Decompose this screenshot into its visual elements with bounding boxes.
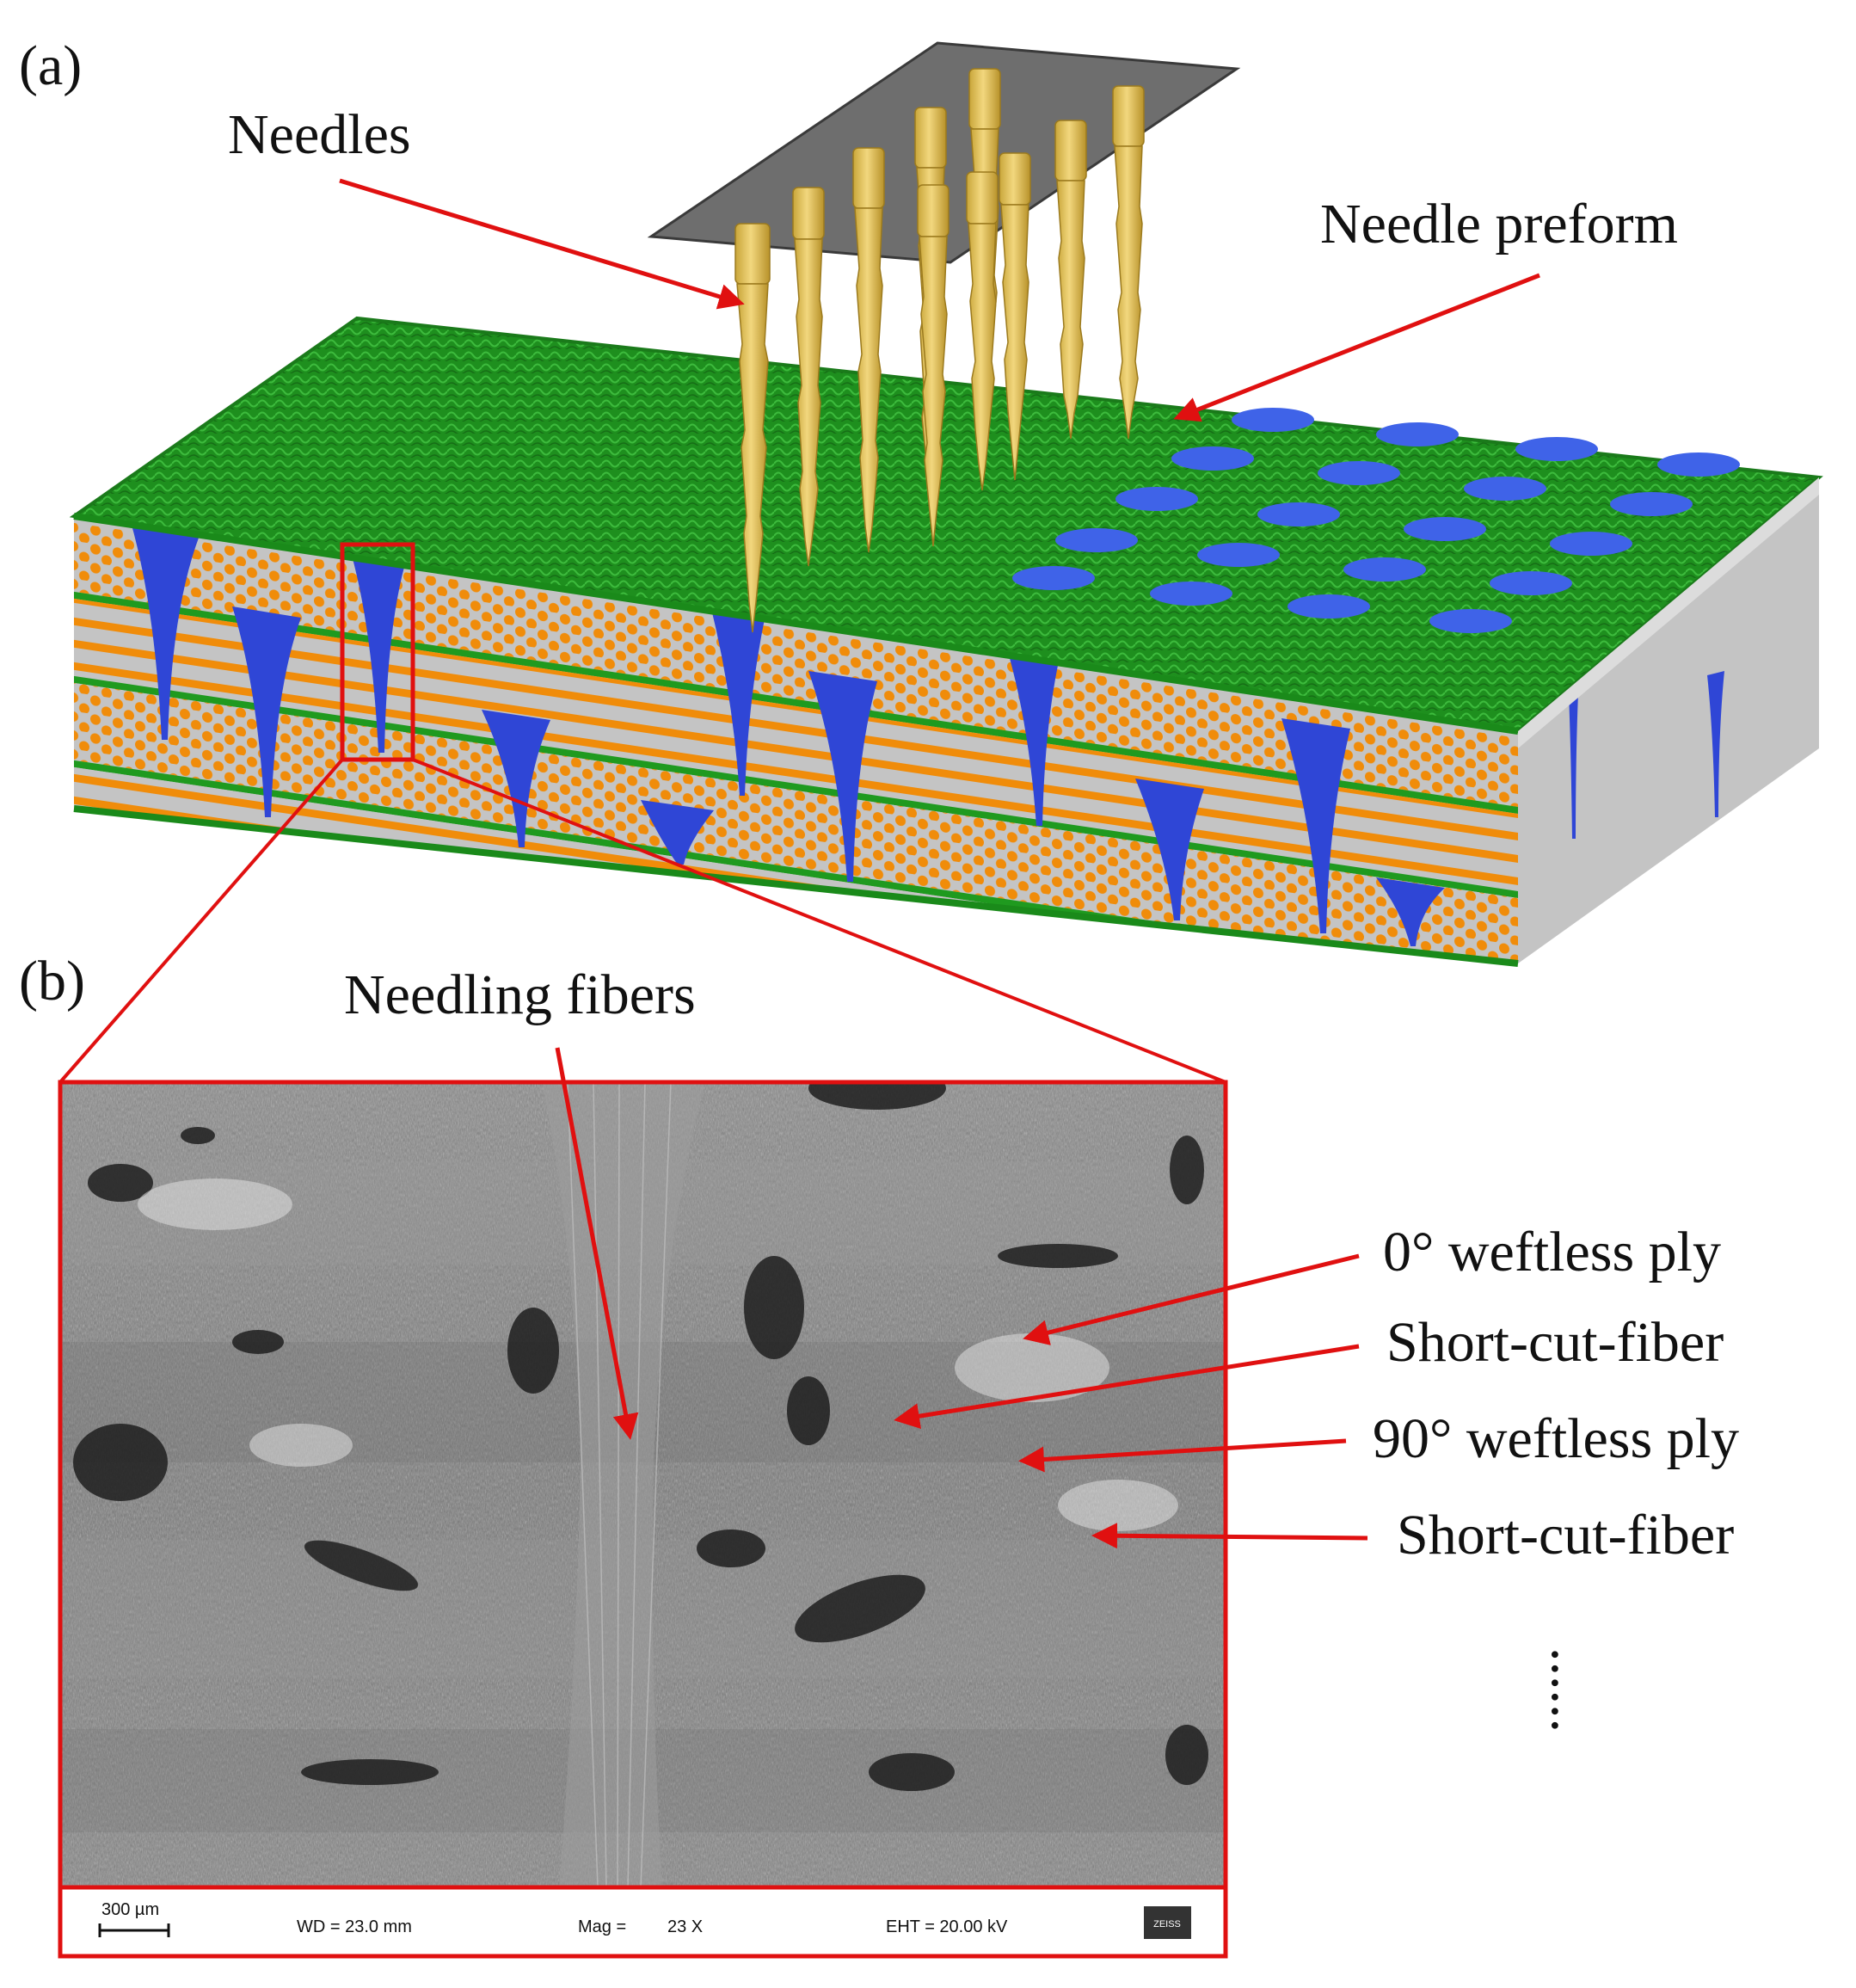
short-cut-fiber-label-2: Short-cut-fiber [1397, 1504, 1734, 1566]
working-distance: WD = 23.0 mm [297, 1917, 412, 1936]
needling-fibers-arrow [555, 1047, 639, 1440]
needle-preform-label: Needle preform [1320, 193, 1678, 255]
short-cut-fiber-layer [74, 522, 1518, 808]
zoom-line-right [412, 758, 1226, 1084]
needle [734, 223, 771, 633]
short-cut-fiber-layer [74, 682, 1518, 963]
needles-arrow [339, 178, 745, 310]
top-surface [74, 318, 1819, 731]
needling-fibers-label: Needling fibers [344, 963, 696, 1026]
ply-0-arrow [1023, 1253, 1360, 1345]
ply-90-arrow [1018, 1438, 1347, 1473]
sem-info-bar: 300 µm WD = 23.0 mm Mag = 23 X EHT = 20.… [58, 1885, 1228, 1959]
panel-b-tag: (b) [19, 950, 85, 1012]
zeiss-logo [1144, 1906, 1191, 1939]
continuation-ellipsis: ...... [1539, 1647, 1602, 1733]
needle-preform-arrow [1173, 273, 1540, 422]
scale-bar-label: 300 µm [101, 1900, 159, 1919]
short-cut-fiber-label-1: Short-cut-fiber [1386, 1311, 1724, 1374]
sem-voids [73, 1082, 1208, 1791]
needling-fiber-tufts [129, 516, 1445, 946]
zoom-line-left [58, 758, 344, 1084]
short-cut-2-arrow [1091, 1523, 1368, 1549]
eht-value: EHT = 20.00 kV [886, 1917, 1008, 1936]
needle [792, 187, 825, 567]
ply-0-label: 0° weftless ply [1383, 1221, 1721, 1283]
zoom-region-box [340, 542, 415, 762]
needle [917, 184, 950, 547]
ply-90-label: 90° weftless ply [1373, 1407, 1739, 1470]
svg-text:ZEISS: ZEISS [1153, 1919, 1181, 1930]
needles-label: Needles [228, 103, 411, 166]
needle [999, 152, 1031, 481]
magnification-label: Mag = [578, 1917, 626, 1936]
needle [1054, 120, 1087, 440]
needle-holes [1012, 408, 1740, 633]
needling-fiber-bundle [542, 1082, 705, 1887]
short-cut-1-arrow [894, 1344, 1360, 1430]
sem-image [58, 1080, 1228, 1890]
needle [1112, 85, 1145, 440]
needle [966, 171, 999, 491]
panel-a-tag: (a) [19, 34, 82, 97]
magnification-value: 23 X [667, 1917, 703, 1936]
needle [852, 147, 885, 553]
needle-shafts [734, 68, 1145, 633]
